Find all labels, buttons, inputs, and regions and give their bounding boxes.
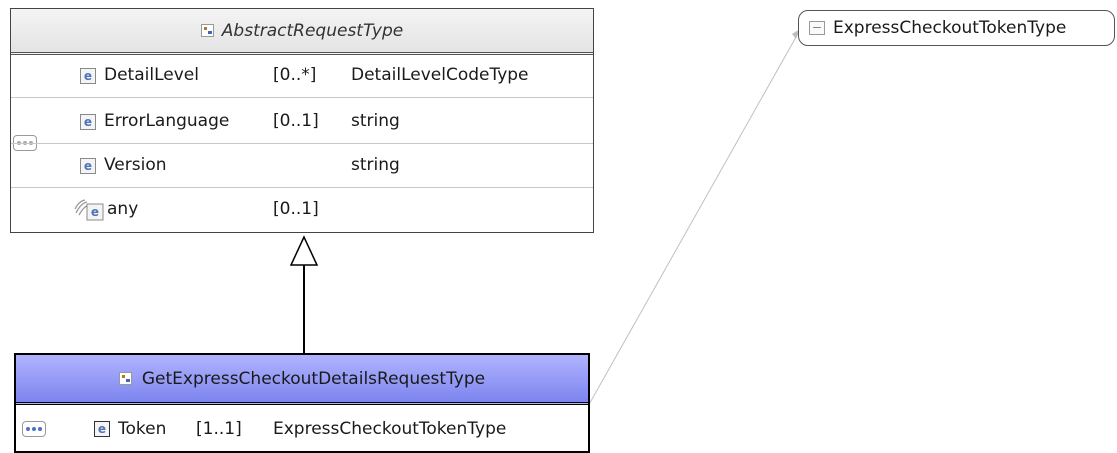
type-reference-line: [577, 29, 801, 425]
complex-type-icon: [200, 24, 214, 37]
complex-type-icon: [118, 372, 132, 385]
concrete-type-header[interactable]: GetExpressCheckoutDetailsRequestType: [16, 355, 588, 405]
element-name: DetailLevel: [104, 65, 199, 85]
any-wildcard-icon: e: [74, 199, 104, 221]
element-name: Version: [104, 155, 167, 175]
abstract-type-box[interactable]: AbstractRequestType e DetailLevel [0..*]…: [10, 8, 594, 233]
element-multiplicity: [0..1]: [273, 111, 319, 131]
element-type: ExpressCheckoutTokenType: [273, 419, 507, 439]
abstract-type-header[interactable]: AbstractRequestType: [11, 9, 593, 55]
sequence-icon[interactable]: [22, 421, 46, 437]
inheritance-arrowhead: [289, 235, 319, 266]
element-row[interactable]: e Version string: [11, 145, 593, 188]
simple-type-name: ExpressCheckoutTokenType: [833, 18, 1067, 38]
element-icon: e: [80, 68, 96, 84]
element-type: string: [351, 155, 400, 175]
element-row[interactable]: e any [0..1]: [11, 189, 593, 231]
element-type: string: [351, 111, 400, 131]
element-multiplicity: [0..*]: [273, 65, 317, 85]
element-row[interactable]: e ErrorLanguage [0..1] string: [11, 101, 593, 144]
element-type: DetailLevelCodeType: [351, 65, 529, 85]
element-name: ErrorLanguage: [104, 111, 230, 131]
element-name: any: [107, 199, 139, 219]
element-icon: e: [80, 158, 96, 174]
element-row[interactable]: e DetailLevel [0..*] DetailLevelCodeType: [11, 55, 593, 98]
element-row[interactable]: e Token [1..1] ExpressCheckoutTokenType: [16, 407, 588, 449]
element-multiplicity: [0..1]: [273, 199, 319, 219]
element-icon: e: [80, 114, 96, 130]
element-name: Token: [118, 419, 167, 439]
abstract-type-name: AbstractRequestType: [221, 20, 404, 41]
element-icon: e: [94, 421, 110, 437]
simple-type-box[interactable]: ExpressCheckoutTokenType: [798, 10, 1115, 46]
svg-text:e: e: [91, 205, 99, 219]
simple-type-icon: [809, 21, 825, 35]
concrete-type-box[interactable]: GetExpressCheckoutDetailsRequestType e T…: [14, 353, 590, 453]
concrete-type-name: GetExpressCheckoutDetailsRequestType: [141, 368, 486, 389]
element-multiplicity: [1..1]: [196, 419, 242, 439]
